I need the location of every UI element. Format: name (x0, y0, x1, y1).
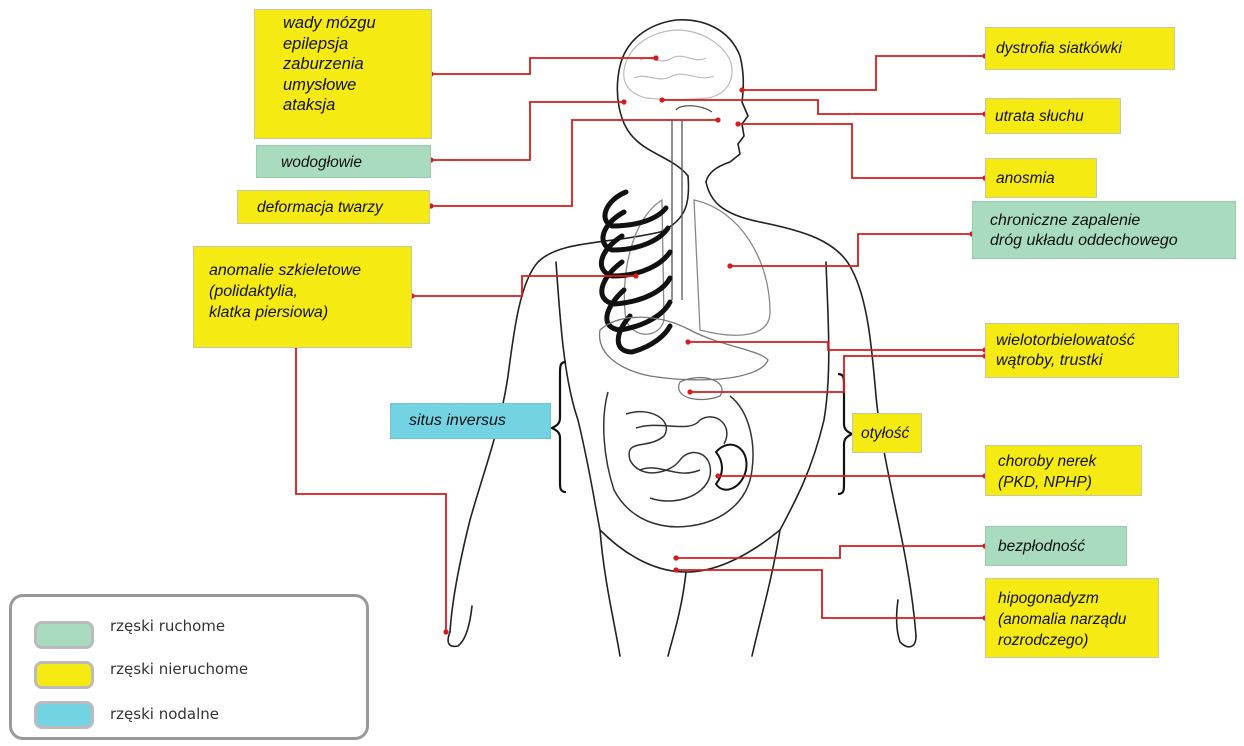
label-line: zaburzenia (283, 54, 431, 75)
label-line: epilepsja (283, 34, 431, 55)
label-line: bezpłodność (998, 537, 1126, 556)
label-retinal-dystrophy: dystrofia siatkówki (985, 27, 1175, 70)
legend-swatch-motile (34, 621, 94, 649)
legend: rzęski ruchome rzęski nieruchome rzęski … (9, 594, 369, 740)
label-line: anomalie szkieletowe (209, 260, 411, 281)
label-line: otyłość (861, 424, 921, 443)
label-line: (polidaktylia, (209, 281, 411, 302)
kidney-shape (716, 445, 747, 490)
label-line: wątroby, trustki (996, 351, 1178, 371)
legend-swatch-primary (34, 661, 94, 689)
legend-label-motile: rzęski ruchome (110, 617, 225, 635)
body-outline (448, 20, 916, 656)
trachea-shape (672, 106, 712, 300)
label-infertility: bezpłodność (985, 526, 1127, 566)
label-line: rozrodczego) (998, 630, 1158, 651)
label-polycystic-liver: wielotorbielowatość wątroby, trustki (985, 323, 1179, 378)
label-line: wady mózgu (283, 13, 431, 34)
label-hearing-loss: utrata słuchu (985, 98, 1121, 134)
label-line: hipogonadyzm (998, 588, 1158, 609)
label-line: wielotorbielowatość (996, 331, 1178, 351)
label-kidney-disease: choroby nerek (PKD, NPHP) (985, 445, 1142, 496)
label-obesity: otyłość (852, 413, 922, 453)
label-chronic-respiratory: chroniczne zapalenie dróg układu oddecho… (972, 201, 1236, 259)
legend-swatch-nodal (34, 701, 94, 729)
label-hydrocephalus: wodogłowie (256, 145, 431, 178)
intestines-shape (604, 392, 753, 527)
label-line: deformacja twarzy (257, 198, 429, 217)
legend-label-primary: rzęski nieruchome (110, 660, 248, 678)
label-line: situs inversus (409, 411, 550, 430)
label-line: dróg układu oddechowego (990, 231, 1235, 251)
label-anosmia: anosmia (985, 158, 1097, 198)
label-line: utrata słuchu (995, 107, 1120, 126)
label-line: wodogłowie (281, 153, 430, 172)
label-line: klatka piersiowa) (209, 302, 411, 323)
label-brain-disorders: wady mózgu epilepsja zaburzenia umysłowe… (254, 9, 432, 139)
label-line: choroby nerek (998, 451, 1141, 472)
legend-label-nodal: rzęski nodalne (110, 705, 219, 723)
brain-shape (624, 30, 732, 100)
label-line: (PKD, NPHP) (998, 472, 1141, 493)
label-line: dystrofia siatkówki (996, 39, 1174, 58)
label-skeletal-anomalies: anomalie szkieletowe (polidaktylia, klat… (193, 246, 412, 348)
label-line: ataksja (283, 95, 431, 116)
label-situs-inversus: situs inversus (390, 403, 551, 439)
label-line: umysłowe (283, 75, 431, 96)
label-line: anosmia (996, 169, 1096, 188)
label-hypogonadism: hipogonadyzm (anomalia narządu rozrodcze… (985, 578, 1159, 658)
label-line: chroniczne zapalenie (990, 211, 1235, 231)
label-facial-deformity: deformacja twarzy (237, 190, 430, 224)
label-line: (anomalia narządu (998, 609, 1158, 630)
